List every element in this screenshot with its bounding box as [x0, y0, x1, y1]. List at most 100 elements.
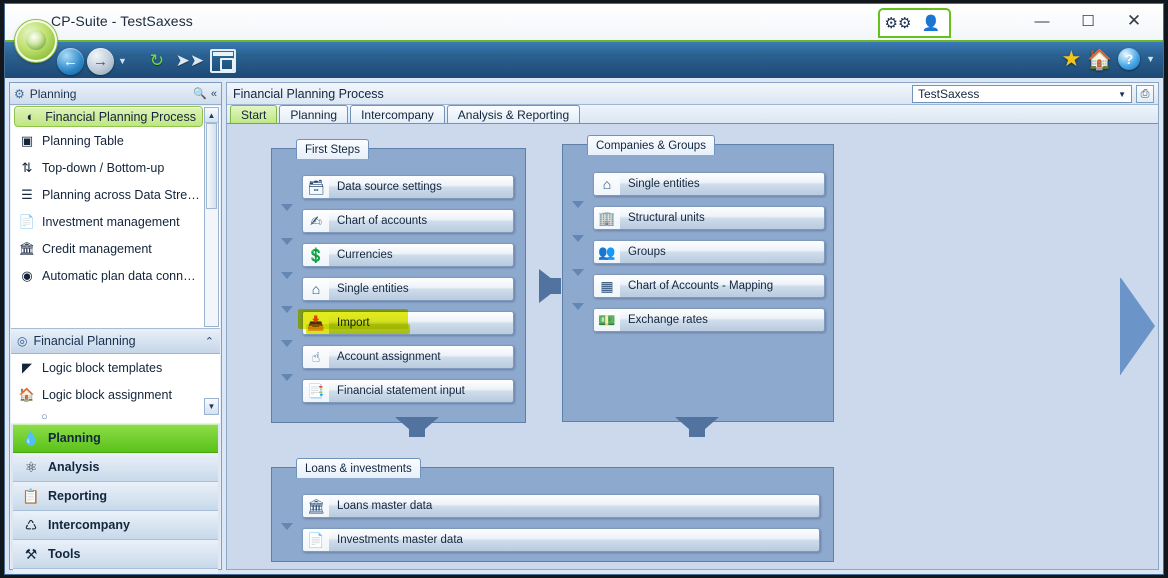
maximize-button[interactable]: ☐	[1081, 13, 1095, 30]
tab-planning[interactable]: Planning	[279, 105, 349, 123]
step-investments-master-data[interactable]: 📄 Investments master data	[302, 528, 820, 552]
step-single-entities-2[interactable]: ⌂ Single entities	[593, 172, 825, 196]
arrow-down-icon	[280, 520, 293, 533]
application-window: € CP-Suite - TestSaxess ⚙⚙ 👤 — ☐ ✕ ← → ▼…	[4, 3, 1164, 575]
history-dropdown-icon[interactable]: ▼	[118, 56, 127, 66]
flask-icon: ⚛	[24, 458, 38, 475]
scroll-thumb[interactable]	[206, 123, 217, 209]
step-structural-units[interactable]: 🏢 Structural units	[593, 206, 825, 230]
step-chart-of-accounts-mapping[interactable]: ▦ Chart of Accounts - Mapping	[593, 274, 825, 298]
sidebar-item-credit-management[interactable]: 🏛 Credit management	[11, 235, 220, 262]
process-flow-icon: ◐	[26, 109, 35, 124]
currency-icon: 💲	[303, 244, 329, 266]
sidebar-module-analysis[interactable]: ⚛ Analysis	[13, 453, 218, 482]
tab-start[interactable]: Start	[230, 105, 278, 123]
step-single-entities[interactable]: ⌂ Single entities	[302, 277, 514, 301]
step-label: Single entities	[337, 283, 409, 295]
forward-arrow-icon[interactable]: →	[87, 47, 114, 75]
chevron-down-icon[interactable]: ▼	[1118, 89, 1126, 99]
statement-icon: 📑	[303, 380, 329, 402]
home-icon[interactable]: 🏠	[1087, 48, 1113, 71]
tab-analysis-reporting[interactable]: Analysis & Reporting	[446, 105, 581, 123]
star-icon[interactable]: ★	[1061, 46, 1082, 71]
sidebar-module-structure-editing[interactable]: ✎ Structure editing	[13, 569, 218, 574]
sidebar-item-list[interactable]: ◐ Financial Planning Process ▣ Planning …	[11, 106, 220, 328]
navigation-group: ← → ▼ ↻ ➤➤	[57, 47, 238, 75]
chevron-up-icon[interactable]: ⌃	[204, 335, 214, 348]
sidebar-module-tools[interactable]: ⚒ Tools	[13, 540, 218, 569]
sidebar-item-logic-block-assignment[interactable]: 🏠 Logic block assignment	[11, 381, 220, 408]
sidebar-group-financial-planning[interactable]: ◎ Financial Planning ⌃	[11, 328, 220, 354]
bank-icon: 🏛	[18, 240, 36, 256]
step-label: Chart of accounts	[337, 215, 428, 227]
hand-assign-icon: ☝	[303, 346, 329, 368]
sidebar-item-investment-management[interactable]: 📄 Investment management	[11, 208, 220, 235]
page-title: Financial Planning Process	[233, 86, 384, 101]
client-selector[interactable]: TestSaxess ▼	[912, 85, 1132, 103]
sidebar-module-intercompany[interactable]: ♺ Intercompany	[13, 511, 218, 540]
window-layout-icon[interactable]	[208, 47, 238, 75]
panel-caption: Loans & investments	[296, 458, 421, 478]
window-controls[interactable]: — ☐ ✕	[1019, 4, 1157, 38]
search-icon[interactable]: 🔍	[193, 88, 207, 100]
step-groups[interactable]: 👥 Groups	[593, 240, 825, 264]
close-button[interactable]: ✕	[1126, 11, 1142, 30]
module-label: Analysis	[48, 460, 100, 474]
refresh-icon[interactable]: ↻	[149, 51, 165, 70]
minimize-button[interactable]: —	[1034, 12, 1050, 30]
arrow-down-icon	[571, 198, 584, 211]
step-exchange-rates[interactable]: 💵 Exchange rates	[593, 308, 825, 332]
arrow-down-icon	[280, 371, 293, 384]
sidebar-item-logic-block-templates[interactable]: ◤ Logic block templates	[11, 354, 220, 381]
settings-gears-icon[interactable]: ⚙⚙	[883, 11, 913, 35]
sidebar-item-label: Credit management	[42, 241, 152, 256]
table-icon: ▣	[20, 132, 34, 148]
step-chart-of-accounts[interactable]: ✍ Chart of accounts	[302, 209, 514, 233]
sidebar-item-financial-planning-process[interactable]: ◐ Financial Planning Process	[14, 106, 203, 127]
step-loans-master-data[interactable]: 🏛 Loans master data	[302, 494, 820, 518]
scroll-down-arrow[interactable]: ▼	[204, 398, 219, 415]
content-tabs[interactable]: Start Planning Intercompany Analysis & R…	[227, 105, 1158, 124]
sidebar-item-automatic-plan-data-connection[interactable]: ◉ Automatic plan data conn…	[11, 262, 220, 289]
sidebar-item-planning-across-data-streams[interactable]: ☰ Planning across Data Stre…	[11, 181, 220, 208]
scroll-up-arrow[interactable]: ▲	[205, 108, 218, 123]
sidebar-group-item-list[interactable]: ◤ Logic block templates 🏠 Logic block as…	[11, 354, 220, 414]
back-arrow-icon[interactable]: ←	[57, 47, 84, 75]
tab-intercompany[interactable]: Intercompany	[350, 105, 445, 123]
flow-arrow-right	[539, 269, 561, 303]
arrow-down-icon	[280, 235, 293, 248]
sidebar-module-planning[interactable]: 💧 Planning	[13, 424, 218, 453]
autoplan-icon: ◉	[21, 267, 33, 283]
step-data-source-settings[interactable]: 🗃 Data source settings	[302, 175, 514, 199]
sidebar-scrollbar[interactable]: ▲	[204, 107, 219, 327]
sidebar-module-reporting[interactable]: 📋 Reporting	[13, 482, 218, 511]
planning-icon: ⚙	[14, 86, 25, 101]
step-label: Exchange rates	[628, 314, 708, 326]
titlebar-tab-group[interactable]: ⚙⚙ 👤	[878, 8, 951, 38]
collapse-left-icon[interactable]: «	[210, 87, 217, 100]
step-financial-statement-input[interactable]: 📑 Financial statement input	[302, 379, 514, 403]
help-question-icon[interactable]: ?	[1118, 48, 1141, 70]
double-arrow-right-icon[interactable]: ➤➤	[175, 51, 205, 70]
help-dropdown-icon[interactable]: ▼	[1146, 54, 1155, 64]
process-canvas: First Steps 🗃 Data source settings ✍ Cha…	[227, 124, 1158, 569]
detach-window-icon[interactable]: ⎙	[1136, 85, 1154, 103]
main-toolbar: ← → ▼ ↻ ➤➤ ★ 🏠 ? ▼	[5, 40, 1163, 78]
module-label: Reporting	[48, 489, 108, 503]
step-currencies[interactable]: 💲 Currencies	[302, 243, 514, 267]
home-entity-icon: ⌂	[303, 278, 329, 300]
step-account-assignment[interactable]: ☝ Account assignment	[302, 345, 514, 369]
sidebar-item-label: Planning Table	[42, 133, 124, 148]
step-label: Chart of Accounts - Mapping	[628, 280, 774, 292]
sidebar-item-planning-table[interactable]: ▣ Planning Table	[11, 127, 220, 154]
sidebar-module-nav: 💧 Planning ⚛ Analysis 📋 Reporting ♺ Inte…	[11, 424, 220, 574]
sidebar-item-top-down-bottom-up[interactable]: ⇅ Top-down / Bottom-up	[11, 154, 220, 181]
client-selector-value: TestSaxess	[918, 87, 980, 101]
app-logo-glyph: €	[31, 31, 41, 50]
edge-arrow-line	[1120, 278, 1121, 375]
user-card-icon[interactable]: 👤	[921, 15, 941, 32]
financial-planning-icon: ◎	[17, 334, 28, 348]
panel-caption: First Steps	[296, 139, 369, 159]
report-icon: 📋	[22, 487, 40, 504]
